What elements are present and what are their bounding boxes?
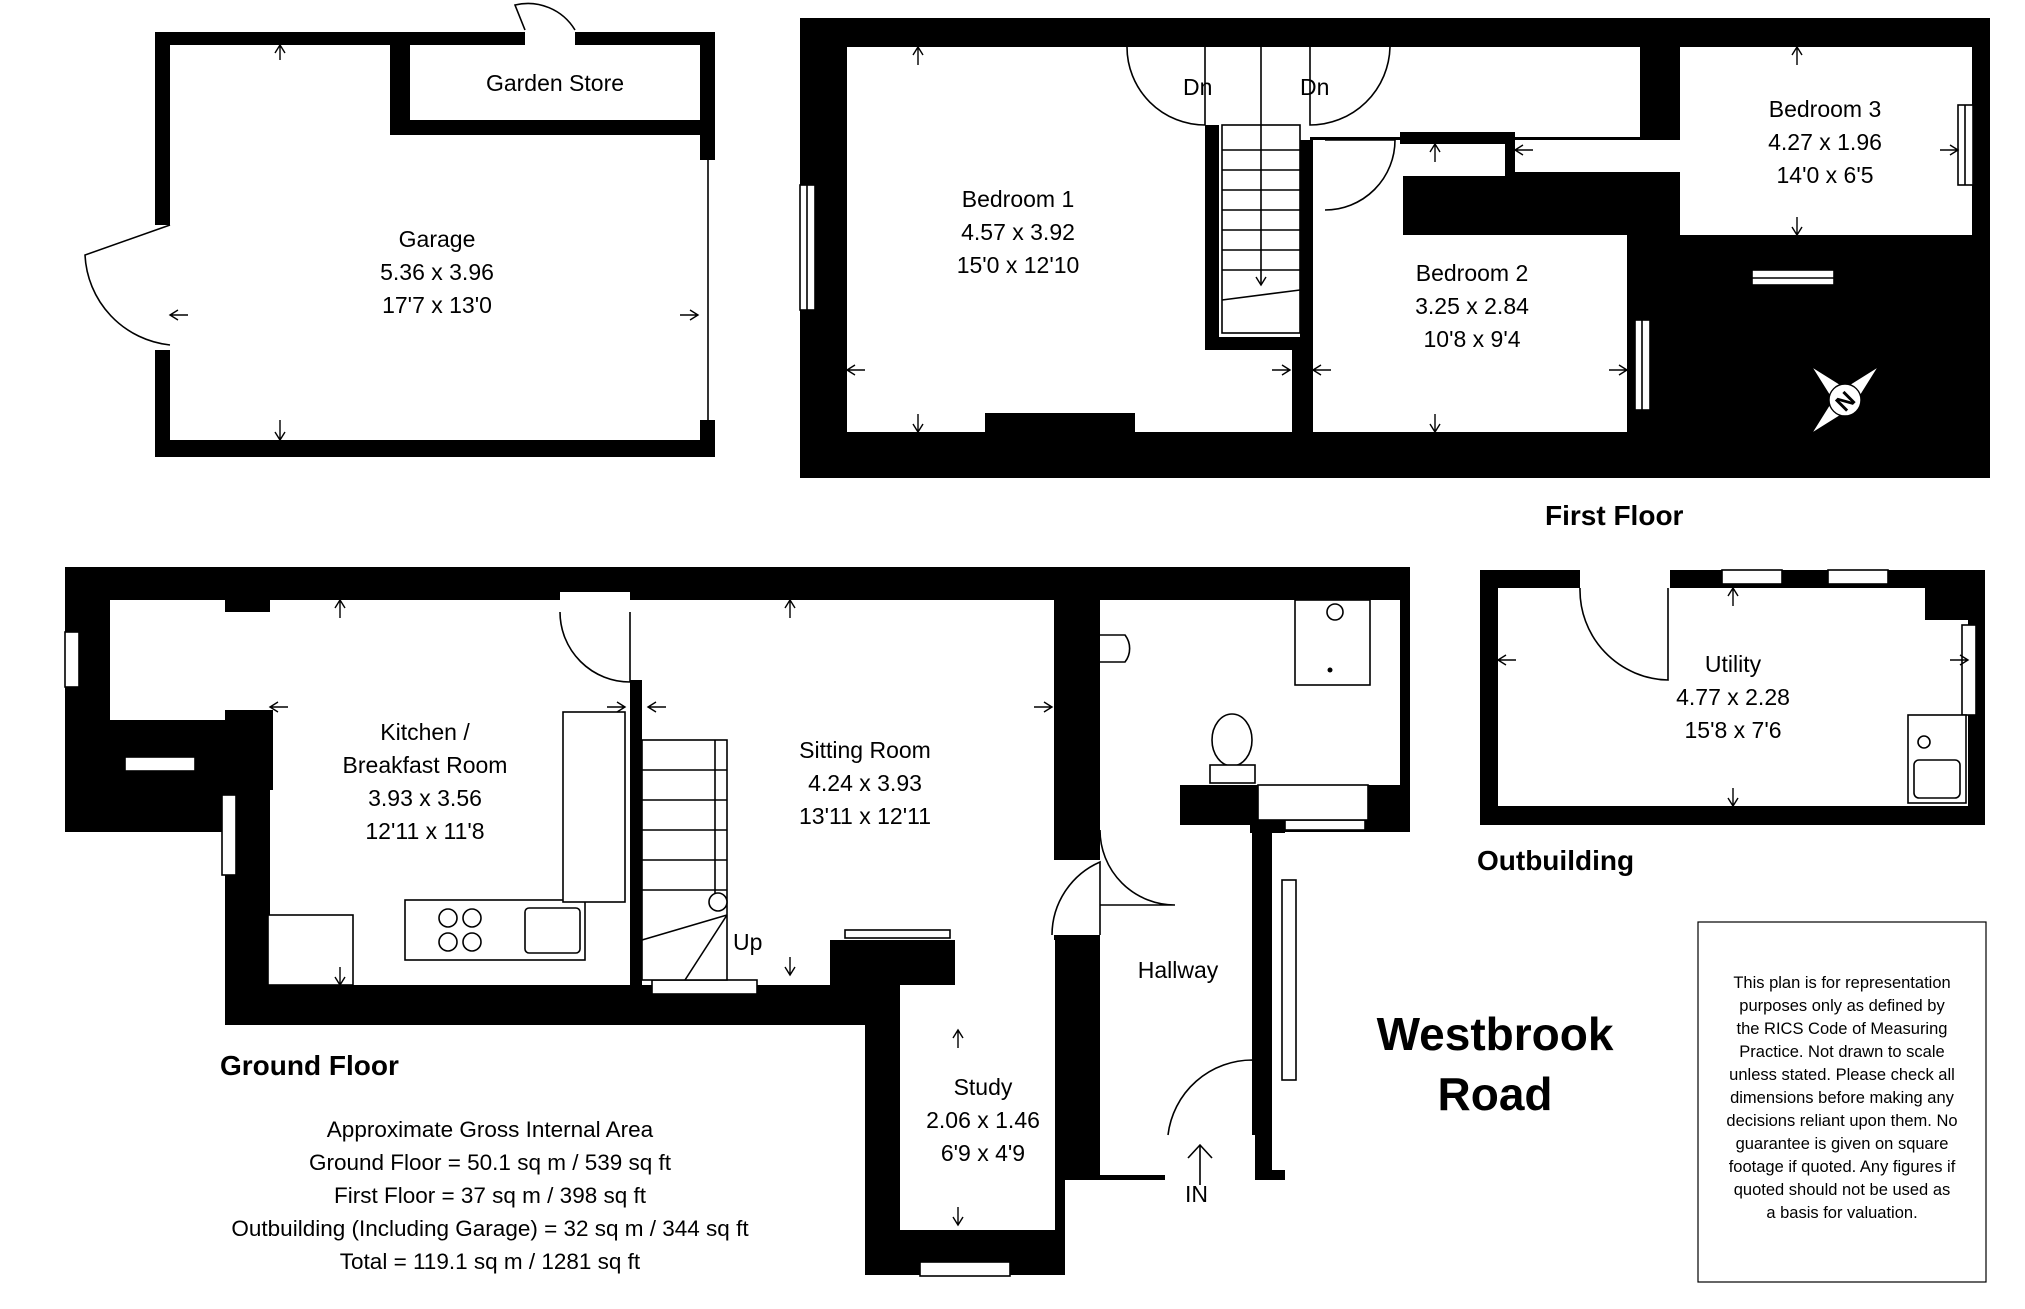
first-floor-title: First Floor [1545, 500, 1684, 531]
area-summary: Approximate Gross Internal Area Ground F… [231, 1117, 749, 1274]
bedroom2-metric: 3.25 x 2.84 [1415, 293, 1529, 319]
kitchen-imperial: 12'11 x 11'8 [365, 818, 484, 844]
disclaimer-line: decisions reliant upon them. No [1726, 1112, 1957, 1130]
disclaimer-line: dimensions before making any [1730, 1089, 1955, 1107]
disclaimer-box: This plan is for representation purposes… [1697, 921, 1987, 1283]
hallway-name: Hallway [1138, 957, 1219, 983]
kitchen-name-line1: Kitchen / [380, 719, 470, 745]
entrance-label: IN [1185, 1181, 1208, 1207]
bedroom3-imperial: 14'0 x 6'5 [1776, 162, 1873, 188]
kitchen-metric: 3.93 x 3.56 [368, 785, 482, 811]
bedroom1-name: Bedroom 1 [962, 186, 1075, 212]
disclaimer-line: This plan is for representation [1733, 974, 1950, 992]
garage-imperial: 17'7 x 13'0 [382, 292, 492, 318]
utility-metric: 4.77 x 2.28 [1676, 684, 1790, 710]
stair-down-label-left: Dn [1183, 74, 1212, 100]
bedroom1-metric: 4.57 x 3.92 [961, 219, 1075, 245]
sitting-room-name: Sitting Room [799, 737, 931, 763]
garage-metric: 5.36 x 3.96 [380, 259, 494, 285]
area-total: Total = 119.1 sq m / 1281 sq ft [340, 1249, 641, 1274]
area-outbuilding: Outbuilding (Including Garage) = 32 sq m… [231, 1216, 749, 1241]
utility-imperial: 15'8 x 7'6 [1684, 717, 1781, 743]
utility-name: Utility [1705, 651, 1762, 677]
study-metric: 2.06 x 1.46 [926, 1107, 1040, 1133]
disclaimer-line: the RICS Code of Measuring [1737, 1020, 1948, 1038]
area-title: Approximate Gross Internal Area [327, 1117, 654, 1142]
bedroom1-imperial: 15'0 x 12'10 [957, 252, 1080, 278]
first-floor-block [799, 18, 1990, 478]
ground-floor-block [64, 567, 1410, 1277]
bedroom2-name: Bedroom 2 [1416, 260, 1529, 286]
ground-floor-title: Ground Floor [220, 1050, 399, 1081]
area-ground: Ground Floor = 50.1 sq m / 539 sq ft [309, 1150, 672, 1175]
disclaimer-line: unless stated. Please check all [1729, 1066, 1955, 1084]
study-imperial: 6'9 x 4'9 [941, 1140, 1025, 1166]
stair-up-label: Up [733, 929, 762, 955]
garage-block [84, 2, 716, 457]
disclaimer-line: purposes only as defined by [1739, 997, 1945, 1015]
road-name-line1: Westbrook [1377, 1008, 1614, 1060]
disclaimer-line: guarantee is given on square [1736, 1135, 1949, 1153]
bedroom2-imperial: 10'8 x 9'4 [1423, 326, 1520, 352]
compass-icon [1810, 365, 1880, 435]
disclaimer-line: Practice. Not drawn to scale [1739, 1043, 1944, 1061]
study-name: Study [954, 1074, 1013, 1100]
disclaimer-line: quoted should not be used as [1734, 1181, 1951, 1199]
bedroom3-name: Bedroom 3 [1769, 96, 1882, 122]
road-name-line2: Road [1438, 1068, 1553, 1120]
stair-down-label-right: Dn [1300, 74, 1329, 100]
outbuilding-title: Outbuilding [1477, 845, 1634, 876]
sitting-room-imperial: 13'11 x 12'11 [799, 803, 931, 829]
area-first: First Floor = 37 sq m / 398 sq ft [334, 1183, 647, 1208]
bedroom3-metric: 4.27 x 1.96 [1768, 129, 1882, 155]
garage-name: Garage [399, 226, 476, 252]
sitting-room-metric: 4.24 x 3.93 [808, 770, 922, 796]
garden-store-label: Garden Store [486, 70, 624, 96]
disclaimer-line: footage if quoted. Any figures if [1729, 1158, 1956, 1176]
outbuilding-block [1480, 566, 1985, 825]
disclaimer-line: a basis for valuation. [1766, 1204, 1917, 1222]
kitchen-name-line2: Breakfast Room [343, 752, 508, 778]
